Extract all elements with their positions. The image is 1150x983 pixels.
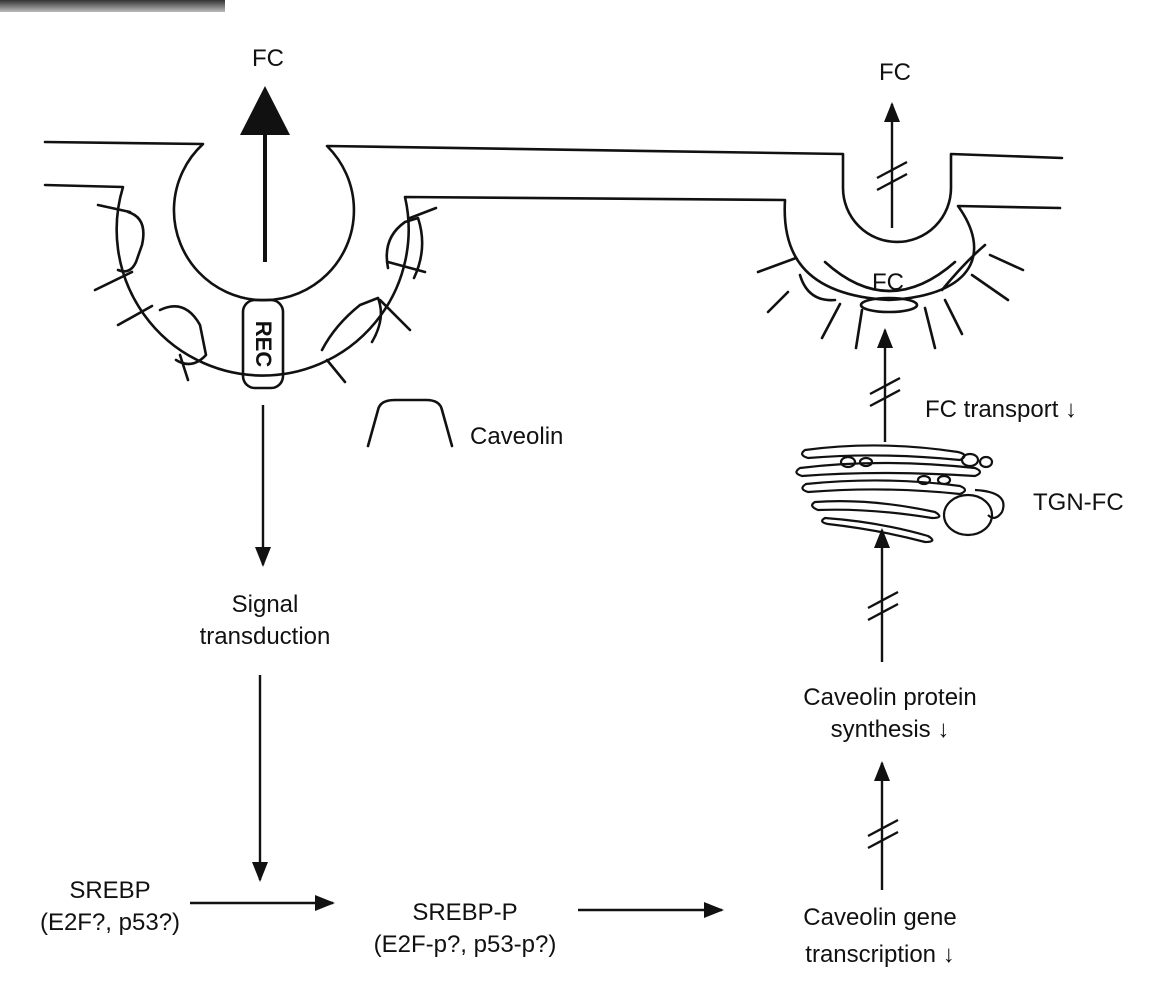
caveolin-box-left-2 (160, 306, 206, 364)
signal-transduction-line-2: transduction (175, 622, 355, 652)
caveolin-gene-line-1: Caveolin gene (770, 903, 990, 933)
caveolin-box-left-1 (118, 212, 143, 271)
caveolin-legend-label: Caveolin (470, 422, 563, 452)
srebp-p-line-1: SREBP-P (345, 898, 585, 928)
srebp-p-line-2: (E2F-p?, p53-p?) (345, 930, 585, 960)
fc-label-caveola: FC (863, 268, 913, 298)
srebp-line-1: SREBP (20, 876, 200, 906)
tgn-golgi (796, 445, 1003, 542)
caveolin-protein-line-2: synthesis ↓ (770, 715, 1010, 745)
fc-label-top-right: FC (870, 58, 920, 88)
signal-transduction-line-1: Signal (175, 590, 355, 620)
caveolin-legend-icon (368, 400, 452, 446)
caveolin-box-right-2 (322, 298, 381, 350)
caveolin-gene-line-2: transcription ↓ (770, 940, 990, 970)
tgn-fc-label: TGN-FC (1033, 488, 1124, 518)
caveolin-protein-line-1: Caveolin protein (770, 683, 1010, 713)
fc-label-top-left: FC (243, 44, 293, 74)
rec-label: REC (251, 309, 275, 379)
srebp-line-2: (E2F?, p53?) (20, 908, 200, 938)
fc-efflux-arrow-large (240, 86, 290, 262)
fc-transport-label: FC transport ↓ (925, 395, 1077, 425)
